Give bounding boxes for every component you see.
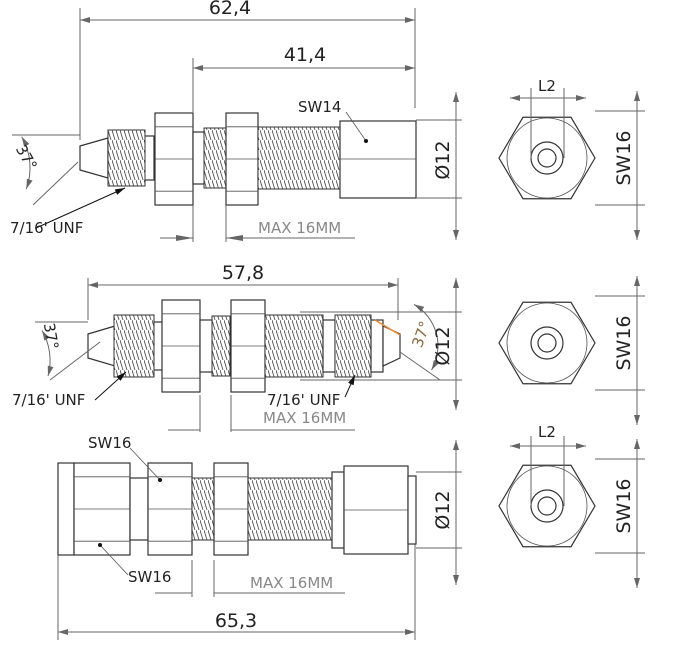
diameter-dim: Ø12: [432, 140, 454, 179]
body: [370, 319, 384, 373]
bore-inner: [537, 496, 557, 516]
hex-body-sw14: [339, 120, 417, 199]
thread-length-dim: 41,4: [284, 44, 326, 66]
overall-length-dim: 65,3: [215, 610, 257, 632]
thread: [203, 127, 227, 189]
hex-chamfer-circle: [506, 117, 588, 199]
leader-dot: [98, 543, 102, 547]
end-view-1-hex: SW16: [613, 130, 635, 185]
max-length-label: MAX 16MM: [250, 574, 333, 592]
arrowhead: [226, 235, 243, 241]
hex-label: SW14: [298, 98, 341, 116]
angle-arc: [413, 303, 440, 371]
bore-inner: [537, 148, 557, 168]
end-view-3-width: L2: [538, 423, 556, 441]
flare-edge-highlight: [374, 319, 401, 336]
flare-cone: [87, 325, 116, 367]
hex-label-bottom: SW16: [128, 568, 171, 586]
hex-chamfer-circle: [506, 465, 588, 547]
end-view-1-width: L2: [538, 77, 556, 95]
body: [322, 319, 336, 373]
angle-dim-left: 37°: [40, 321, 62, 350]
thread-label: 7/16' UNF: [10, 219, 83, 237]
thread-label-right: 7/16' UNF: [267, 391, 340, 409]
end-view-3-hex: SW16: [613, 478, 635, 533]
hex-chamfer-circle: [506, 302, 588, 384]
leader-dot: [158, 478, 162, 482]
flare-cone: [382, 325, 401, 367]
end-cap: [57, 462, 75, 556]
leader-line: [99, 544, 129, 576]
thread: [191, 477, 215, 541]
overall-length-dim: 57,8: [222, 262, 264, 284]
thread: [334, 314, 372, 378]
angle-dim-right: 37°: [408, 319, 434, 350]
leader-dot: [364, 139, 368, 143]
thread: [107, 129, 146, 187]
thread-label-left: 7/16' UNF: [12, 391, 85, 409]
max-length-label: MAX 16MM: [258, 219, 341, 237]
leader-line: [345, 111, 367, 142]
arrowhead: [176, 235, 193, 241]
thread: [113, 314, 155, 378]
thread: [247, 477, 333, 541]
angle-leg: [49, 341, 101, 381]
end-view-2-hex: SW16: [613, 315, 635, 370]
hex-label-top: SW16: [88, 434, 131, 452]
diameter-dim: Ø12: [432, 490, 454, 529]
end-cap: [407, 475, 417, 545]
leader-line: [344, 374, 356, 398]
angle-arc: [41, 330, 54, 377]
diameter-dim: Ø12: [432, 326, 454, 365]
thread: [264, 314, 324, 378]
thread: [257, 126, 341, 190]
bore-inner: [537, 333, 557, 353]
leader-line: [94, 371, 127, 401]
ring: [331, 471, 345, 549]
angle-leg: [32, 161, 79, 206]
leader-line: [129, 447, 161, 481]
max-length-label: MAX 16MM: [263, 409, 346, 427]
angle-dim: 37°: [12, 141, 41, 173]
leader-line: [35, 187, 126, 229]
thread: [211, 315, 231, 377]
body: [129, 477, 149, 541]
flare-cone: [79, 137, 109, 179]
angle-arc: [21, 136, 33, 190]
overall-length-dim: 62,4: [209, 0, 251, 19]
